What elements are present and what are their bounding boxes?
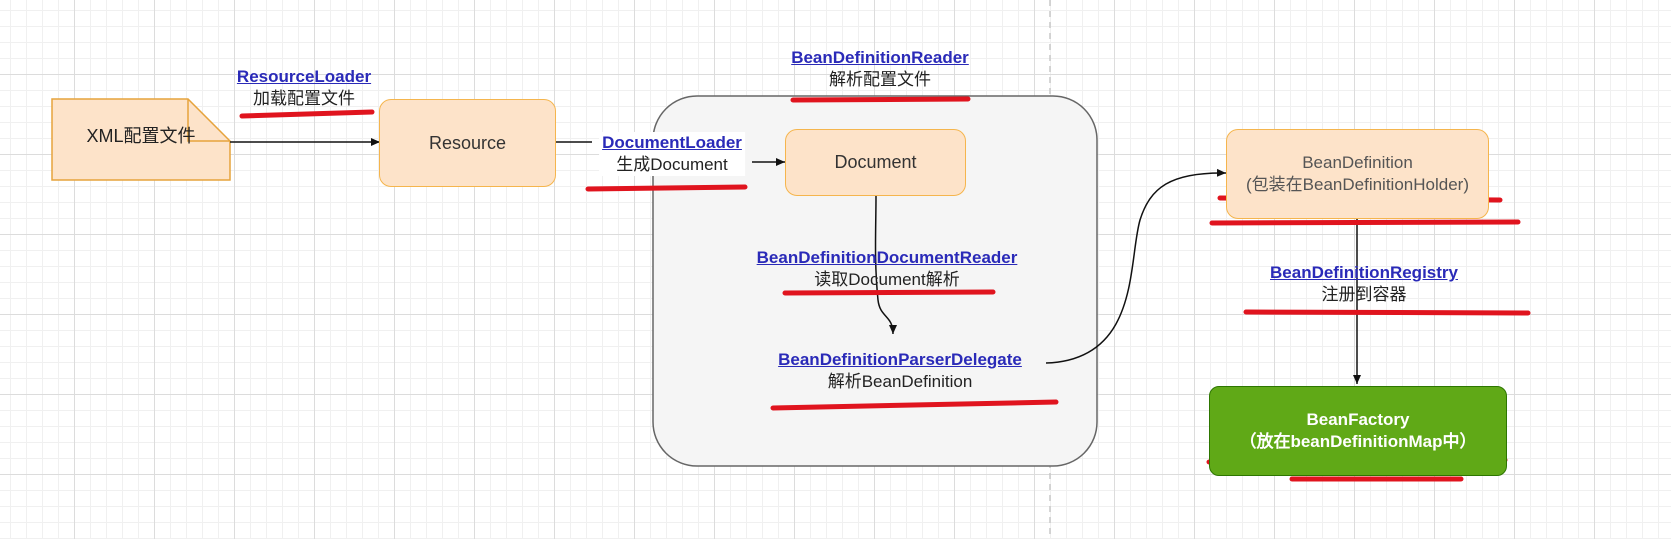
parser-delegate-label: BeanDefinitionParserDelegate 解析BeanDefin… [778,349,1022,393]
bean-definition-reader-label: BeanDefinitionReader 解析配置文件 [791,47,969,91]
bean-definition-reader-caption: 解析配置文件 [829,70,931,89]
xml-config-file-label: XML配置文件 [86,126,196,146]
arrow-delegate-to-beandefinition [1045,168,1227,364]
parser-delegate-caption: 解析BeanDefinition [827,372,973,391]
registry-link[interactable]: BeanDefinitionRegistry [1270,263,1458,282]
resource-node-label: Resource [428,132,507,153]
document-loader-label: DocumentLoader 生成Document [599,132,745,176]
resource-loader-label: ResourceLoader 加载配置文件 [237,66,371,110]
bean-factory-title: BeanFactory [1306,410,1410,429]
bean-factory-node: BeanFactory （放在beanDefinitionMap中） [1209,386,1507,476]
bean-factory-subtitle: （放在beanDefinitionMap中） [1239,432,1477,451]
bean-definition-node: BeanDefinition (包装在BeanDefinitionHolder) [1226,129,1489,219]
xml-note-shape [51,98,231,181]
document-reader-link[interactable]: BeanDefinitionDocumentReader [756,248,1018,267]
parsing-group-container [652,95,1098,467]
registry-label: BeanDefinitionRegistry 注册到容器 [1270,262,1458,306]
resource-loader-caption: 加载配置文件 [252,89,355,108]
registry-caption: 注册到容器 [1321,285,1407,304]
document-loader-link[interactable]: DocumentLoader [602,133,742,152]
bean-definition-reader-link[interactable]: BeanDefinitionReader [791,48,969,67]
resource-loader-link[interactable]: ResourceLoader [236,67,372,86]
bean-definition-title: BeanDefinition [1302,153,1413,172]
document-node-label: Document [834,152,917,172]
bean-definition-subtitle: (包装在BeanDefinitionHolder) [1246,175,1469,194]
parser-delegate-link[interactable]: BeanDefinitionParserDelegate [778,350,1022,369]
document-loader-caption: 生成Document [616,155,728,174]
document-node: Document [785,129,966,196]
document-reader-label: BeanDefinitionDocumentReader 读取Document解… [757,247,1018,291]
resource-node: Resource [379,99,556,187]
document-reader-caption: 读取Document解析 [814,270,960,289]
xml-note-fold [187,99,230,142]
